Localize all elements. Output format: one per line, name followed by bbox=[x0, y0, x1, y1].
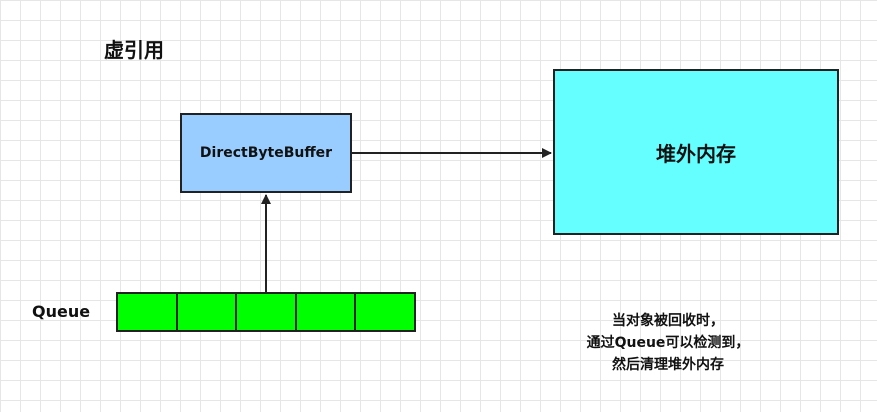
queue-cell bbox=[118, 294, 178, 330]
node-direct-byte-buffer: DirectByteBuffer bbox=[180, 113, 352, 193]
queue-cell bbox=[237, 294, 297, 330]
note-line: 然后清理堆外内存 bbox=[612, 357, 724, 373]
queue-box bbox=[116, 292, 416, 332]
node-direct-byte-buffer-label: DirectByteBuffer bbox=[199, 145, 333, 161]
queue-cell bbox=[356, 294, 414, 330]
note-line: 通过Queue可以检测到， bbox=[586, 335, 750, 351]
note-line: 当对象被回收时， bbox=[612, 313, 724, 329]
queue-cell bbox=[177, 294, 238, 330]
node-off-heap-memory-label: 堆外内存 bbox=[656, 141, 736, 166]
diagram-title: 虚引用 bbox=[104, 38, 164, 62]
queue-cell bbox=[296, 294, 357, 330]
node-off-heap-memory: 堆外内存 bbox=[553, 69, 839, 235]
explanation-note: 当对象被回收时， 通过Queue可以检测到， 然后清理堆外内存 bbox=[548, 310, 788, 376]
queue-label: Queue bbox=[32, 302, 91, 321]
